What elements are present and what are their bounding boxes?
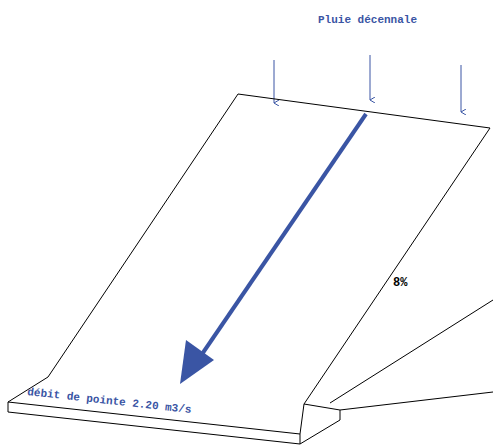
peak-flow-label: débit de pointe 2.20 m3/s	[27, 386, 192, 416]
rain-label: Pluie décennale	[318, 14, 417, 26]
base-slab: débit de pointe 2.20 m3/s	[27, 386, 192, 416]
slope-percent: 8%	[393, 276, 407, 290]
